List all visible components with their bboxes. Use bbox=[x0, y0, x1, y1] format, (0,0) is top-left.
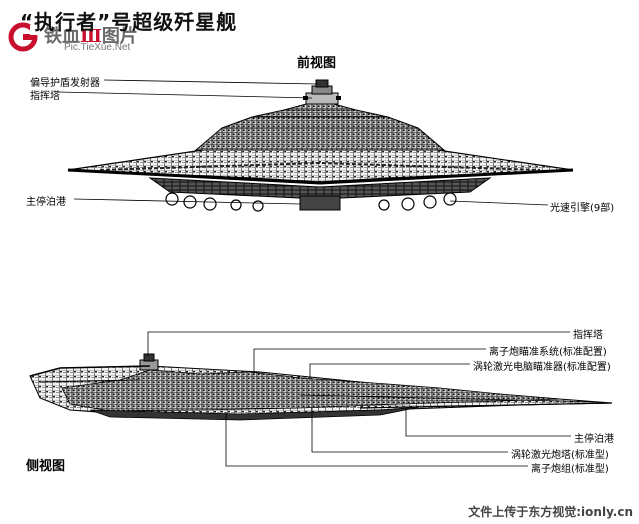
side-label-ion-battery: 离子炮组(标准型) bbox=[531, 464, 609, 475]
side-view-ship bbox=[29, 353, 613, 421]
front-label-engines: 光速引擎(9部) bbox=[550, 203, 615, 214]
side-label-turbolaser-targeting: 涡轮激光电脑瞄准器(标准配置) bbox=[473, 362, 611, 373]
side-command-tower bbox=[139, 353, 159, 371]
footer-credit: 文件上传于东方视觉:ionly.cn bbox=[468, 505, 633, 519]
front-view-ship bbox=[67, 79, 574, 212]
watermark-logo-icon bbox=[8, 22, 38, 52]
front-view-title: 前视图 bbox=[297, 56, 337, 71]
front-label-hangar: 主停泊港 bbox=[26, 197, 66, 208]
side-belly bbox=[89, 406, 421, 421]
watermark-brand: 铁血Ⅲ图片 bbox=[44, 26, 138, 47]
page-title: “执行者”号超级歼星舰 bbox=[20, 10, 238, 34]
front-belly bbox=[148, 177, 492, 200]
side-label-ion-targeting: 离子炮瞄准系统(标准配置) bbox=[489, 347, 607, 358]
side-label-bridge: 指挥塔 bbox=[573, 330, 603, 341]
watermark-domain: Pic.TieXue.Net bbox=[64, 42, 131, 53]
front-label-deflector: 偏导护盾发射器 bbox=[30, 78, 100, 89]
side-label-turbolaser-turret: 涡轮激光炮塔(标准型) bbox=[511, 450, 609, 461]
front-leader-lines bbox=[57, 79, 549, 206]
front-engines bbox=[165, 192, 457, 212]
front-label-bridge: 指挥塔 bbox=[30, 91, 60, 102]
side-superstructure bbox=[61, 369, 561, 412]
side-view-title: 侧视图 bbox=[26, 459, 66, 474]
side-label-hangar: 主停泊港 bbox=[574, 434, 614, 445]
side-leader-lines bbox=[147, 331, 571, 467]
front-main-hangar bbox=[299, 195, 341, 211]
